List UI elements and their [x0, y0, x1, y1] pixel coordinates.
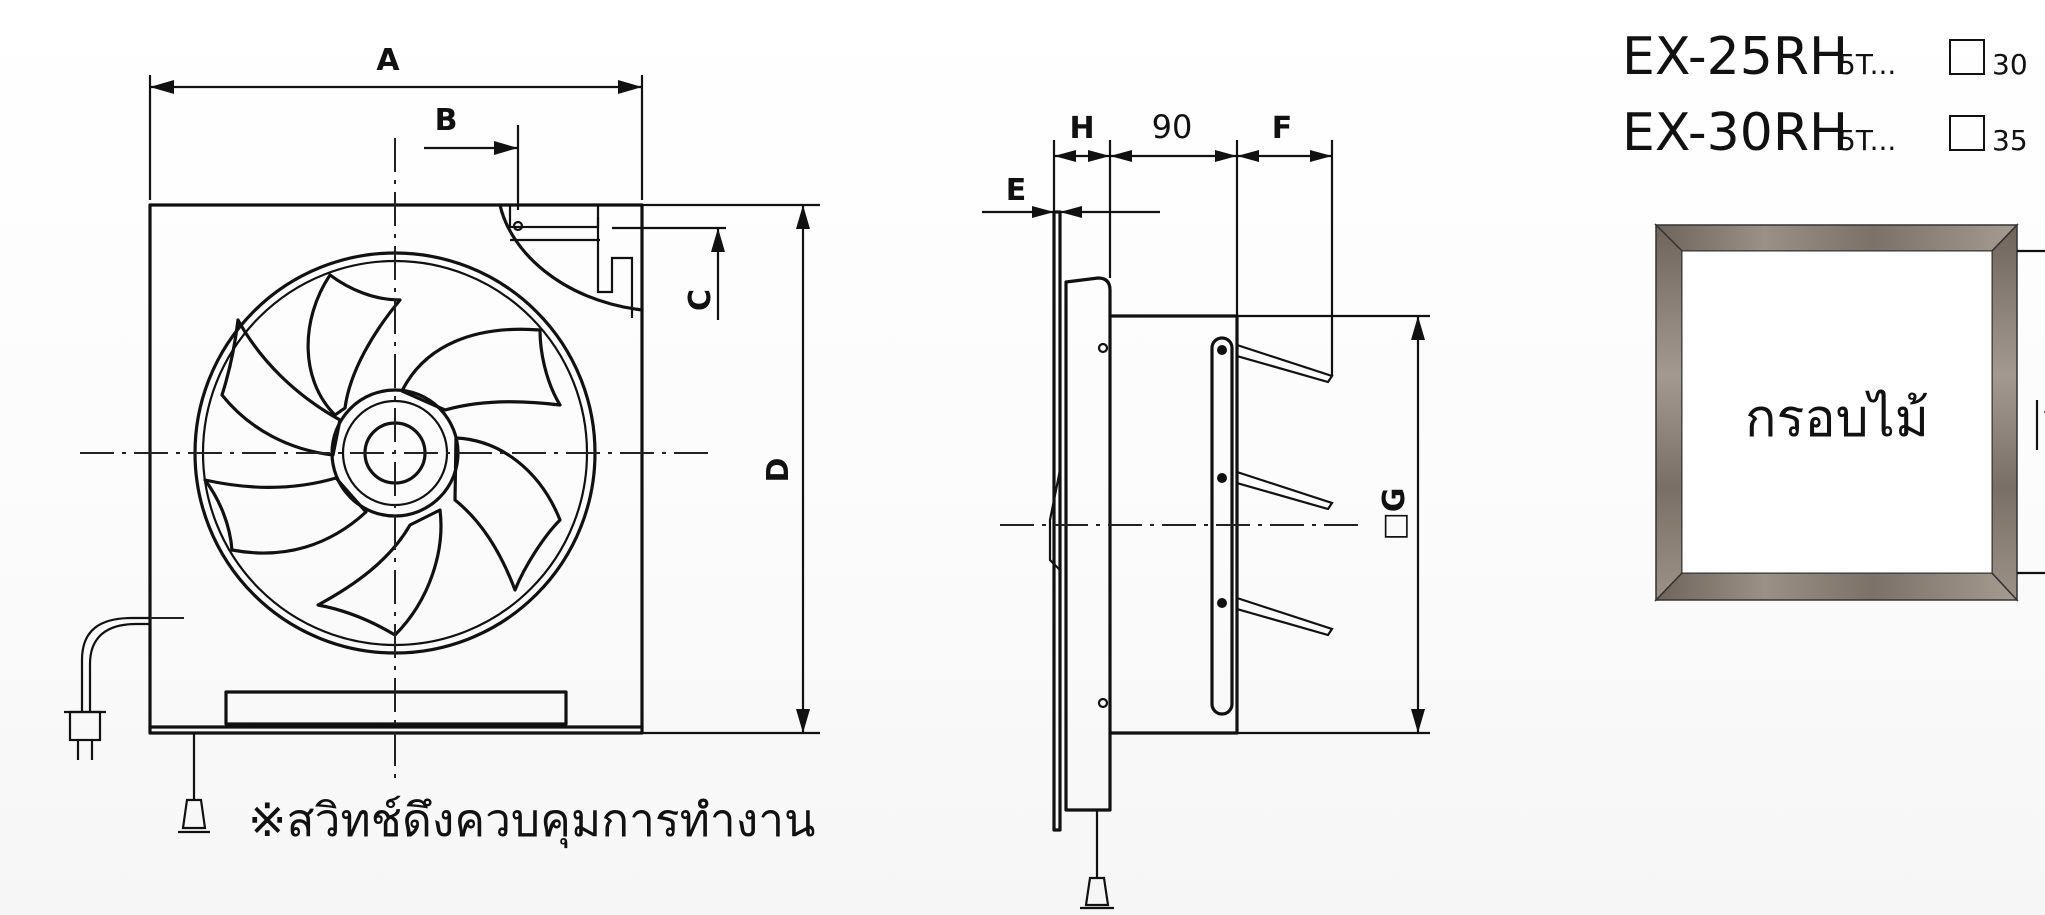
- fan-blade: [453, 436, 562, 592]
- wooden-frame: กรอบไม้ อ: [1654, 223, 2045, 602]
- dim-a-arrow-right: [618, 80, 642, 94]
- pull-switch-note: ※สวิทช์ดึงควบคุมการทำงาน: [248, 793, 816, 849]
- louver-blade: [1235, 596, 1334, 637]
- shutter-box-side: [596, 217, 634, 318]
- dim-c-arrow: [711, 228, 725, 252]
- dim-d-label: D: [761, 458, 796, 483]
- dim-e-label: E: [1006, 173, 1027, 208]
- side-pull-switch-knob-icon: [1080, 876, 1114, 910]
- model-size: 35: [1992, 124, 2028, 157]
- dim-f-arrow-left: [1237, 150, 1259, 162]
- side-front-lip-bevel: [1048, 469, 1062, 571]
- fan-blade: [203, 476, 368, 555]
- dim-b-arrow: [494, 141, 518, 155]
- shutter-rod-pin: [1217, 473, 1227, 483]
- model-name: EX-25RH: [1622, 27, 1848, 87]
- dim-e-arrow-left: [1032, 206, 1054, 218]
- model-row: EX-30RH 5T... 35: [1622, 103, 2028, 163]
- power-cord: [80, 616, 150, 712]
- dim-h-arrow-left: [1054, 150, 1076, 162]
- shutter-box-top: [508, 203, 600, 229]
- front-view: A B C D ※สวิทช์ดึงควบคุมการทำงาน: [64, 43, 820, 849]
- dim-f-label: F: [1272, 111, 1293, 146]
- square-symbol-icon: [1949, 39, 1985, 75]
- square-symbol-icon: [1949, 115, 1985, 151]
- frame-label-cutoff: อ: [2040, 389, 2045, 449]
- dim-90-arrow-left: [1110, 150, 1132, 162]
- model-name: EX-30RH: [1622, 103, 1848, 163]
- frame-bottom: [1654, 572, 2019, 601]
- shutter-rod-pin: [1217, 598, 1227, 608]
- model-suffix: 5T...: [1838, 124, 1896, 157]
- dim-a-label: A: [376, 43, 400, 78]
- dim-c-label: C: [683, 289, 718, 311]
- dim-90-arrow-right: [1215, 150, 1237, 162]
- power-cord-2: [88, 622, 150, 712]
- side-panel: [1064, 276, 1112, 812]
- shutter-box: [498, 203, 644, 312]
- dim-g-label: □G: [1377, 488, 1412, 541]
- dim-90-label: 90: [1152, 108, 1193, 146]
- dim-g-arrow-top: [1411, 316, 1425, 340]
- dim-g-arrow-bottom: [1411, 709, 1425, 733]
- fan-blade: [316, 508, 443, 637]
- frame-top: [1654, 224, 2019, 252]
- dim-e-arrow-right: [1060, 206, 1082, 218]
- side-view: H 90 F E □G: [982, 108, 1430, 910]
- frame-left: [1655, 223, 1683, 602]
- model-size: 30: [1992, 48, 2028, 81]
- model-row: EX-25RH 5T... 30: [1622, 27, 2028, 87]
- power-plug-icon: [64, 710, 106, 760]
- dim-d-arrow-bottom: [796, 709, 810, 733]
- model-suffix: 5T...: [1838, 48, 1896, 81]
- fan-blade: [220, 318, 342, 457]
- frame-opening: [1681, 250, 1993, 574]
- side-panel-screw-bottom: [1097, 697, 1109, 709]
- shutter-pivot: [512, 220, 524, 232]
- pull-switch-knob-icon: [178, 798, 210, 834]
- frame-label: กรอบไม้: [1745, 389, 1929, 449]
- fan-blade: [306, 273, 402, 417]
- dim-f-arrow-right: [1310, 150, 1332, 162]
- shutter-rod-pin: [1217, 345, 1227, 355]
- dim-b-label: B: [435, 103, 458, 138]
- dim-h-label: H: [1069, 111, 1094, 146]
- dim-h-arrow-right: [1088, 150, 1110, 162]
- louver-blade: [1235, 343, 1334, 384]
- frame-right: [1991, 223, 2018, 602]
- dim-a-arrow-left: [150, 80, 174, 94]
- model-list: EX-25RH 5T... 30 EX-30RH 5T... 35: [1622, 27, 2028, 163]
- louver-blade: [1235, 470, 1334, 511]
- dim-d-arrow-top: [796, 205, 810, 229]
- side-front-lip: [1052, 210, 1062, 832]
- fan-blade: [400, 327, 562, 412]
- side-panel-screw-top: [1097, 342, 1109, 354]
- fan-blades: [203, 273, 562, 637]
